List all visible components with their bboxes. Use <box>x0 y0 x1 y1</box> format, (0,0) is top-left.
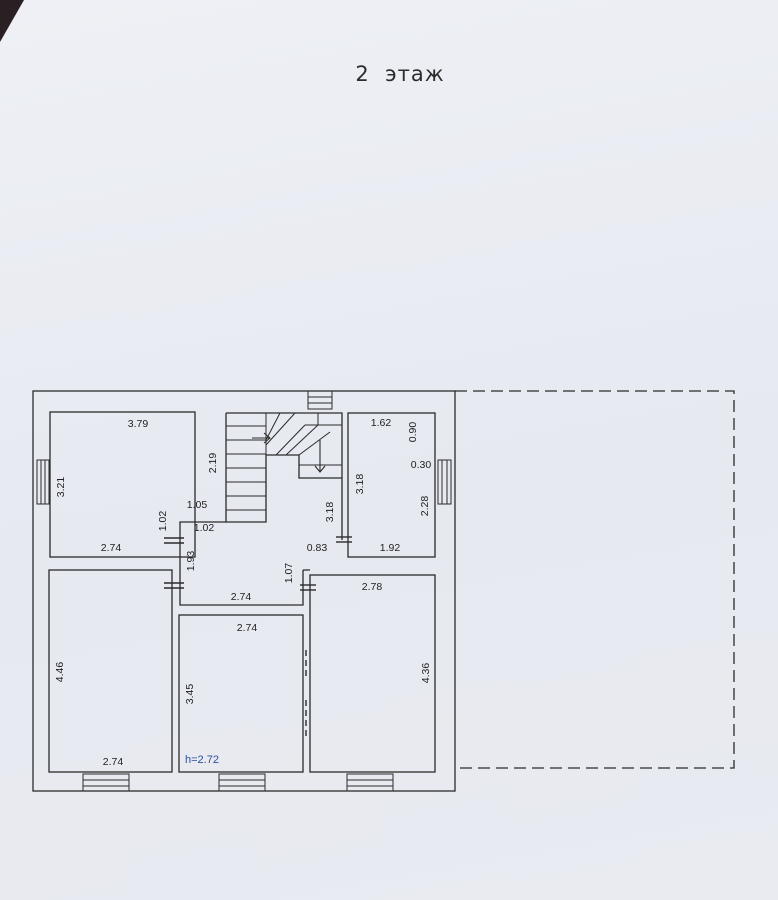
dim-corr-e: 1.07 <box>283 563 295 584</box>
stair-treads-left <box>226 425 266 511</box>
stair-arrow-up <box>252 432 271 444</box>
dim-ne-b: 0.30 <box>411 459 432 471</box>
dim-se-right: 4.36 <box>420 663 432 684</box>
stair-treads-top <box>265 412 342 466</box>
dim-ne-left: 3.18 <box>354 474 366 495</box>
dim-ne-bottom: 1.92 <box>380 542 401 554</box>
ceiling-height-label: h=2.72 <box>185 754 219 766</box>
floor-title: 2 этаж <box>355 62 445 86</box>
dim-sw-bottom: 2.74 <box>103 756 124 768</box>
dim-ne-a: 0.90 <box>407 422 419 443</box>
dim-sw-left: 4.46 <box>54 662 66 683</box>
dim-corr-d: 1.93 <box>185 551 197 572</box>
dim-nw-right: 2.19 <box>207 453 219 474</box>
dim-ne-right: 2.28 <box>419 496 431 517</box>
dim-corr-c: 1.02 <box>194 522 215 534</box>
room-sc <box>178 614 304 773</box>
dim-nw-bottom: 2.74 <box>101 542 122 554</box>
corridor-walls <box>179 412 343 606</box>
stair-outline <box>226 454 342 523</box>
dim-corr-bottom: 2.74 <box>231 591 252 603</box>
dim-corr-b: 1.02 <box>157 511 169 532</box>
planned-extension-outline <box>455 390 735 769</box>
dim-sc-left: 3.45 <box>184 684 196 705</box>
room-se <box>309 574 436 773</box>
room-sw <box>48 569 173 773</box>
dim-nw-left: 3.21 <box>55 477 67 498</box>
dim-ne-top: 1.62 <box>371 417 392 429</box>
dim-door-gap: 0.83 <box>307 542 328 554</box>
door-marks <box>164 536 352 740</box>
stair-arrow-down <box>314 440 326 473</box>
room-ne <box>347 412 436 558</box>
dim-corr-a: 1.05 <box>187 499 208 511</box>
dim-se-top: 2.78 <box>362 581 383 593</box>
photo-corner-shadow <box>0 0 24 42</box>
dim-sc-top: 2.74 <box>237 622 258 634</box>
room-nw <box>49 411 196 558</box>
windows <box>36 390 452 792</box>
dim-stair-right: 3.18 <box>324 502 336 523</box>
dimension-labels: 3.79 3.21 2.74 2.19 1.05 1.02 1.02 1.93 … <box>54 417 432 768</box>
dim-nw-top: 3.79 <box>128 418 149 430</box>
